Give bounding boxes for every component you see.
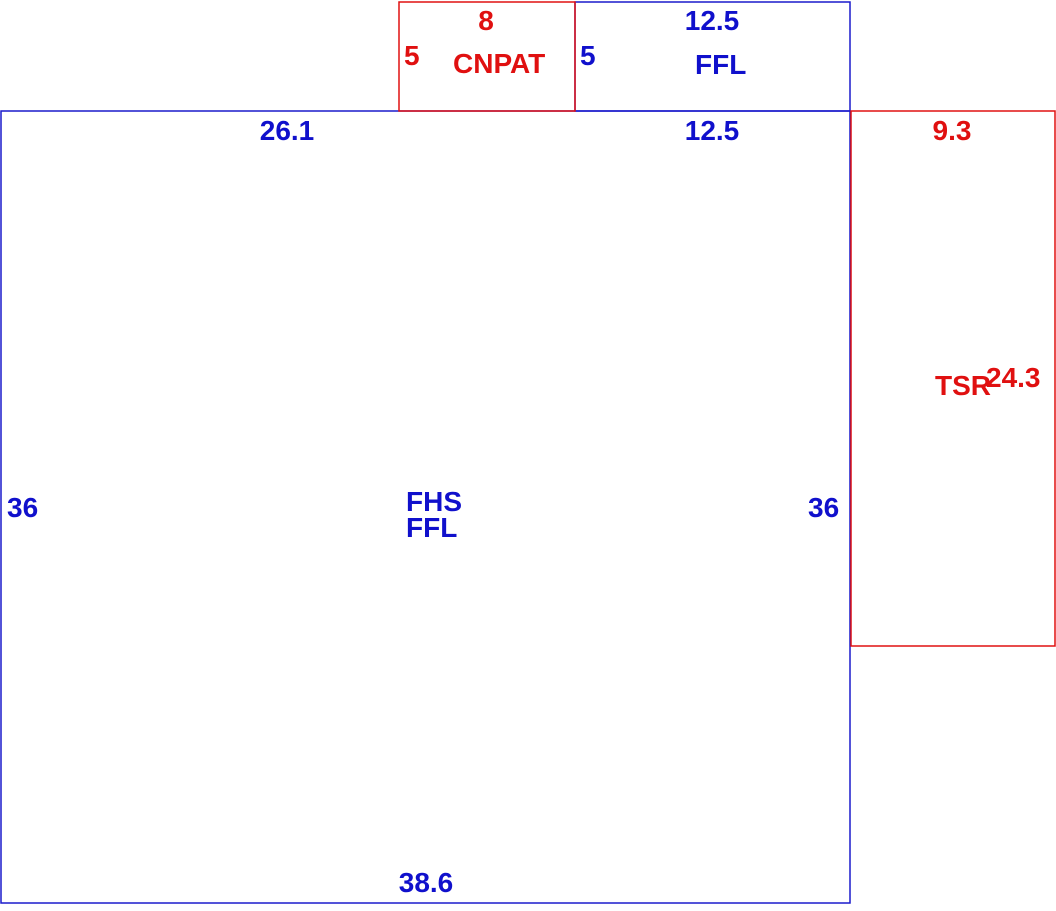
fhs-dim-top-right: 12.5 (685, 115, 740, 146)
ffl-upper-dim-left: 5 (580, 40, 596, 71)
tsr-dim-right: 24.3 (986, 362, 1041, 393)
cnpat-dim-top: 8 (478, 5, 494, 36)
tsr-dim-top: 9.3 (933, 115, 972, 146)
fhs-label-top: FHS (406, 486, 462, 517)
tsr-label: TSR (935, 370, 991, 401)
ffl-upper-dim-top: 12.5 (685, 5, 740, 36)
fhs-label-bottom: FFL (406, 512, 457, 543)
ffl-upper-label: FFL (695, 49, 746, 80)
fhs-dim-right: 36 (808, 492, 839, 523)
fhs-dim-bottom: 38.6 (399, 867, 454, 898)
cnpat-dim-left: 5 (404, 40, 420, 71)
tsr-room-outline (850, 110, 1056, 647)
fhs-dim-left: 36 (7, 492, 38, 523)
fhs-dim-top-left: 26.1 (260, 115, 315, 146)
cnpat-room-outline (398, 1, 576, 112)
cnpat-label: CNPAT (453, 48, 545, 79)
